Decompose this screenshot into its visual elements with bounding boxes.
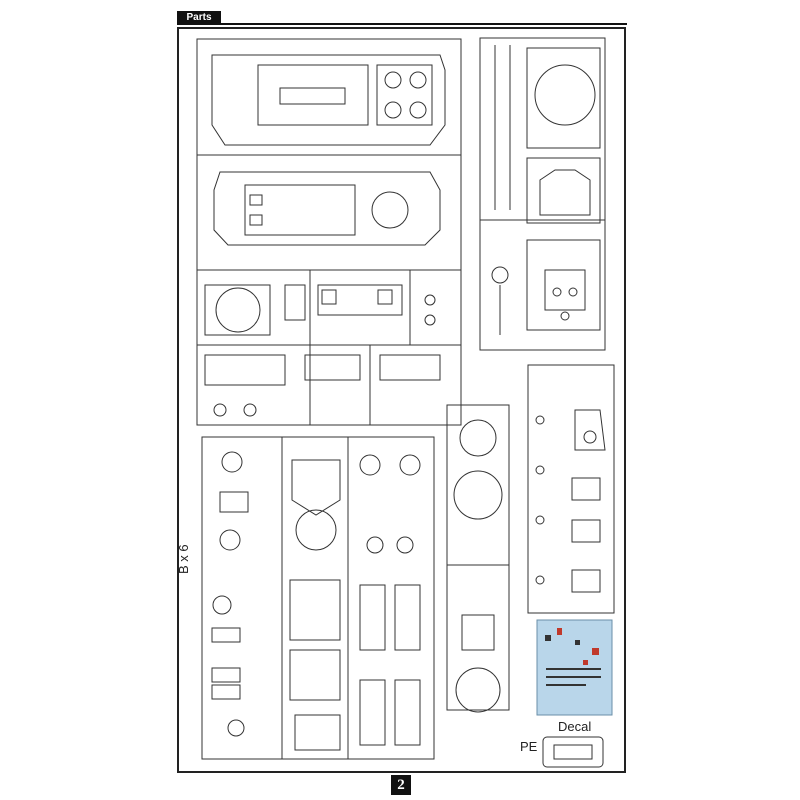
sprue-turret-rings: [446, 404, 510, 713]
parts-frame: [177, 27, 626, 773]
hull-floor-part: [213, 171, 441, 246]
pe-label: PE: [520, 739, 538, 754]
pe-fret: [542, 736, 604, 768]
decal-label: Decal: [558, 719, 592, 734]
section-header-parts: Parts: [177, 11, 221, 25]
sprue-right: [527, 364, 615, 614]
page-number: 2: [391, 775, 411, 795]
sprue-b-quantity-label: B x 6: [176, 544, 191, 574]
decal-sheet: [536, 619, 613, 716]
hull-top-part: [211, 54, 446, 146]
sprue-b: [201, 436, 435, 760]
sprue-a: [196, 38, 462, 426]
sprue-upper-right: [479, 37, 606, 351]
header-rule: [221, 23, 627, 25]
